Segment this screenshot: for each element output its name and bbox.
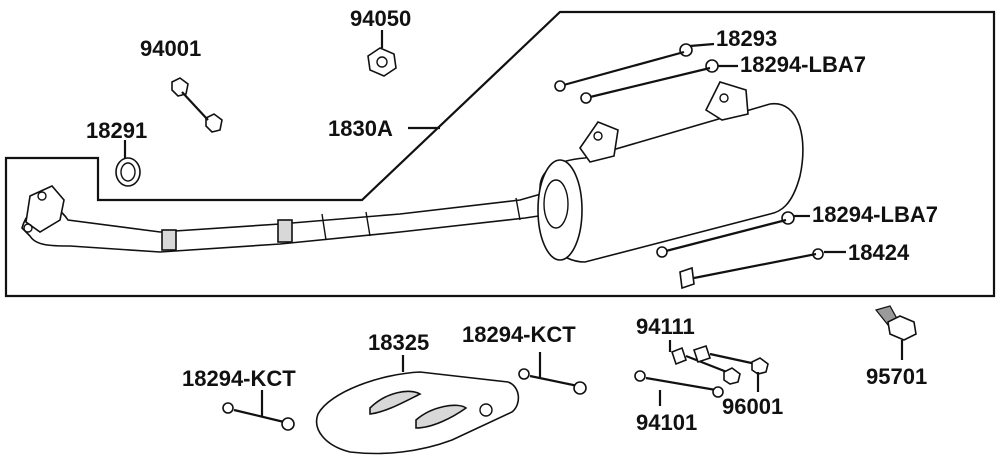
label-18294-KCT-left: 18294-KCT [182,366,296,391]
bolt-18294-LBA7-mid [656,211,810,258]
bolt-18294-KCT-left [222,390,295,431]
pipe-seam [365,211,371,237]
bolt-18294-KCT-center [518,352,587,395]
bolt-18294-LBA7-top [580,59,738,104]
bracket-hole [593,131,603,141]
label-18424: 18424 [848,240,910,265]
pipe-seam [515,197,521,221]
label-18325: 18325 [368,330,429,355]
flange-hole [23,223,33,233]
label-94001: 94001 [140,36,201,61]
label-18291: 18291 [86,118,147,143]
label-94050: 94050 [350,6,411,31]
bolt-18293 [554,42,715,92]
muffler-body [539,103,804,263]
fastener-group [634,340,769,406]
bracket-hole [719,93,729,103]
label-94101: 94101 [636,410,697,435]
label-96001: 96001 [722,394,783,419]
pipe-seam [321,213,327,241]
nut-94050 [367,30,397,77]
pipe-clamp [161,229,177,251]
label-94111: 94111 [636,314,695,339]
label-1830A: 1830A [328,116,393,141]
muffler-inlet-inner [543,179,569,229]
flange-hole [37,191,47,201]
assembly-outline-1830A [4,10,996,298]
label-18294-LBA7-mid: 18294-LBA7 [812,202,938,227]
label-18294-LBA7-top: 18294-LBA7 [740,52,866,77]
label-95701: 95701 [866,364,927,389]
muffler-assembly [21,81,804,263]
label-18293: 18293 [716,26,777,51]
nut-pair-94001 [171,77,223,133]
exhaust-flange [25,185,65,233]
bolt-18424 [679,248,846,290]
pipe-clamp [277,219,293,243]
heat-shield-18325 [315,355,520,455]
gasket-18291 [115,140,141,187]
muffler-bracket [579,121,619,163]
label-18294-KCT-center: 18294-KCT [462,322,576,347]
bolt-95701 [874,305,917,360]
